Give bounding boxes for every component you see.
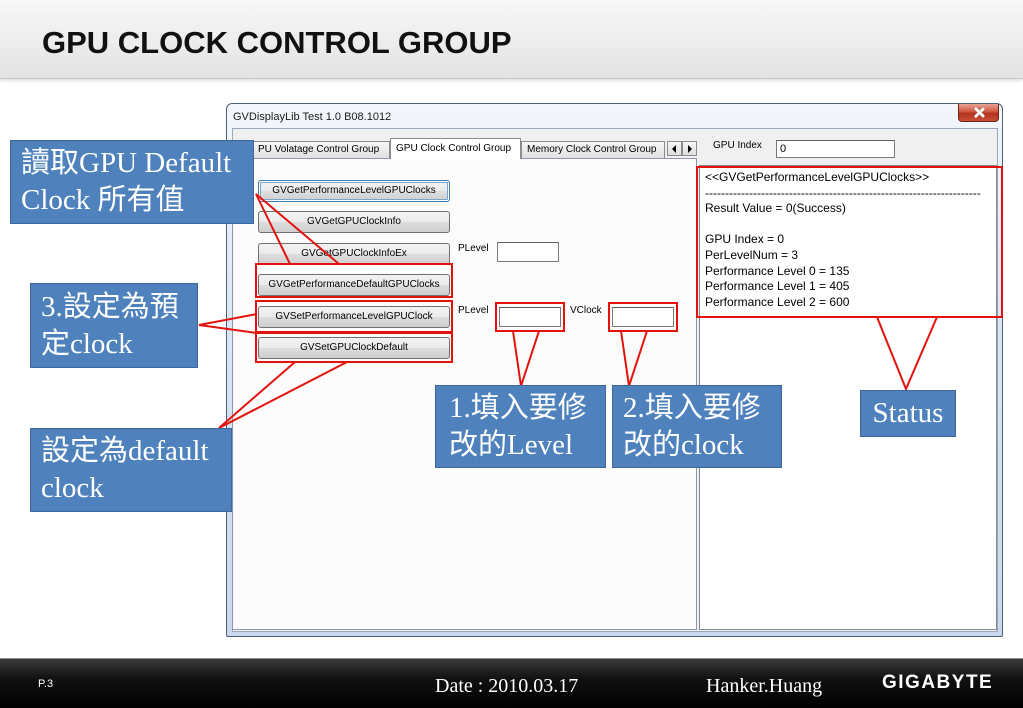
set-gpu-clock-default-button[interactable]: GVSetGPUClockDefault	[258, 337, 450, 359]
output-line: PerLevelNum = 3	[705, 247, 799, 262]
get-gpu-clock-info-button[interactable]: GVGetGPUClockInfo	[258, 211, 450, 233]
annotation-set-level: 3.設定為預 定clock	[30, 283, 198, 368]
annotation-line: 定clock	[41, 328, 133, 360]
info-plevel-input[interactable]	[497, 242, 559, 262]
output-line: Result Value = 0(Success)	[705, 201, 846, 216]
set-plevel-input[interactable]	[499, 307, 561, 327]
output-line: GPU Index = 0	[705, 232, 785, 247]
output-line: ----------------------------------------…	[705, 185, 981, 200]
tab-voltage-control[interactable]: PU Volatage Control Group	[250, 141, 390, 158]
annotation-line: 讀取GPU Default	[21, 147, 232, 179]
page-number: P.3	[38, 678, 54, 690]
gigabyte-logo: GIGABYTE	[882, 672, 994, 693]
annotation-fill-clock: 2.填入要修 改的clock	[612, 385, 782, 468]
annotation-read-default: 讀取GPU Default Clock 所有值	[10, 140, 254, 224]
gpu-index-label: GPU Index	[713, 140, 762, 151]
arrow-left-icon	[672, 145, 676, 153]
slide-header: GPU CLOCK CONTROL GROUP	[0, 0, 1023, 79]
window-client-area: PU Volatage Control Group GPU Clock Cont…	[232, 128, 998, 632]
get-gpu-clock-info-ex-button[interactable]: GVGetGPUClockInfoEx	[258, 243, 450, 265]
slide-footer: P.3 Date : 2010.03.17 Hanker.Huang GIGAB…	[0, 658, 1023, 708]
annotation-set-default: 設定為default clock	[30, 428, 232, 512]
slide-date: Date : 2010.03.17	[435, 675, 579, 697]
tab-memory-clock-control[interactable]: Memory Clock Control Group	[521, 141, 665, 158]
slide-title: GPU CLOCK CONTROL GROUP	[42, 25, 512, 60]
output-line	[705, 217, 991, 233]
tab-strip: PU Volatage Control Group GPU Clock Cont…	[250, 138, 667, 159]
get-performance-default-clocks-button[interactable]: GVGetPerformanceDefaultGPUClocks	[258, 274, 450, 296]
set-vclock-input[interactable]	[612, 307, 674, 327]
annotation-line: 3.設定為預	[41, 291, 179, 323]
annotation-line: 改的Level	[449, 429, 574, 461]
annotation-line: 改的clock	[623, 429, 744, 461]
output-line: Performance Level 0 = 135	[705, 263, 850, 278]
annotation-line: 2.填入要修	[623, 392, 761, 424]
annotation-line: clock	[41, 472, 104, 504]
info-plevel-label: PLevel	[458, 243, 489, 254]
get-performance-level-clocks-button[interactable]: GVGetPerformanceLevelGPUClocks	[258, 180, 450, 202]
annotation-fill-level: 1.填入要修 改的Level	[435, 385, 606, 468]
tab-scroll-right-button[interactable]	[682, 141, 697, 156]
tab-scroll-left-button[interactable]	[667, 141, 682, 156]
annotation-line: 設定為default	[41, 435, 209, 467]
set-plevel-label: PLevel	[458, 305, 489, 316]
slide-author: Hanker.Huang	[706, 675, 823, 697]
close-button[interactable]	[958, 104, 999, 122]
arrow-right-icon	[688, 145, 692, 153]
window-title: GVDisplayLib Test 1.0 B08.1012	[233, 111, 392, 123]
set-vclock-label: VClock	[570, 305, 602, 316]
annotation-line: Clock 所有值	[21, 184, 185, 216]
annotation-line: 1.填入要修	[449, 392, 587, 424]
output-line: <<GVGetPerformanceLevelGPUClocks>>	[705, 170, 930, 184]
output-line: Performance Level 2 = 600	[705, 294, 850, 309]
annotation-status: Status	[860, 390, 956, 437]
set-performance-level-clock-button[interactable]: GVSetPerformanceLevelGPUClock	[258, 306, 450, 328]
app-window: GVDisplayLib Test 1.0 B08.1012 PU Volata…	[226, 103, 1003, 637]
output-line: Performance Level 1 = 405	[705, 279, 850, 294]
tab-gpu-clock-control[interactable]: GPU Clock Control Group	[390, 138, 521, 159]
close-icon	[973, 107, 985, 118]
gpu-index-input[interactable]	[776, 140, 895, 158]
